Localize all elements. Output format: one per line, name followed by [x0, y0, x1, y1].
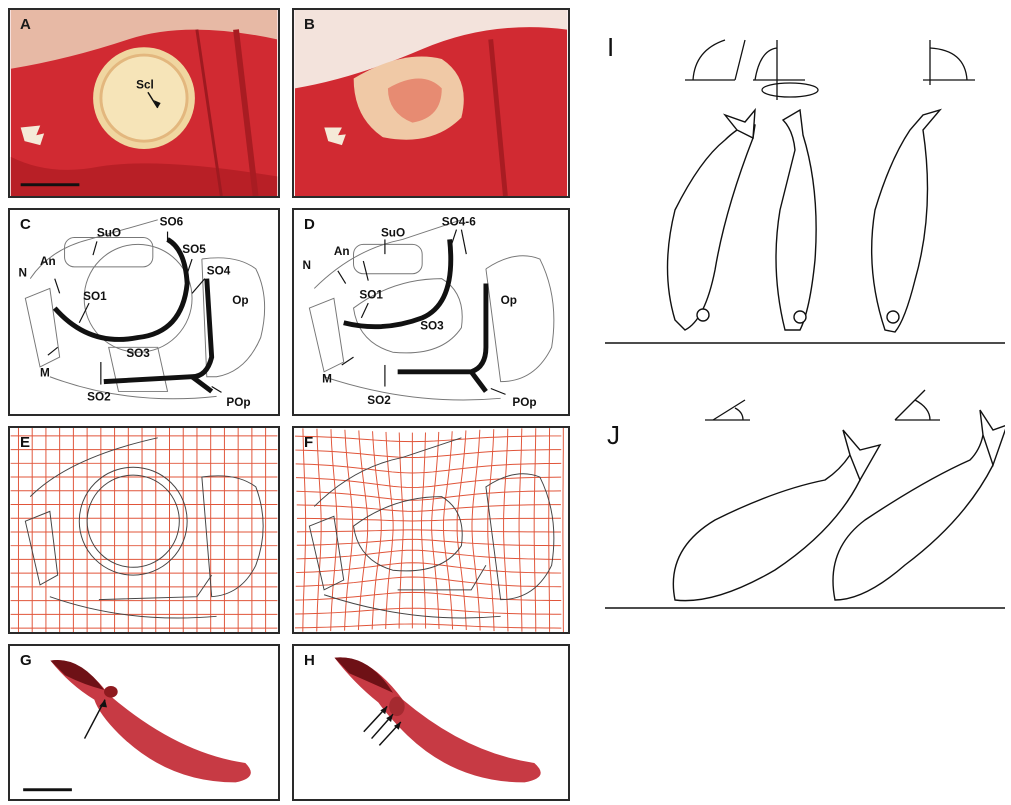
panel-a-letter: A	[20, 16, 31, 33]
panel-f: F	[292, 426, 570, 634]
scl-label: Scl	[136, 78, 154, 91]
c-op: Op	[232, 294, 248, 307]
grid-line	[504, 429, 508, 632]
d-so2: SO2	[367, 394, 391, 407]
grid-line	[549, 428, 550, 632]
fish-i-group	[668, 110, 941, 332]
c-so2: SO2	[87, 390, 111, 403]
grid-line	[303, 428, 306, 631]
d-m: M	[322, 373, 332, 386]
grid-line	[296, 577, 561, 587]
panel-d-diagram: SuO SO4-6 An N SO1 Op SO3 M SO2 POp	[294, 210, 568, 414]
d-so1: SO1	[359, 288, 383, 301]
d-suo: SuO	[381, 226, 405, 239]
grid-line	[296, 477, 561, 487]
panel-c-letter: C	[20, 216, 31, 233]
fish-drawings-svg	[605, 10, 1005, 790]
c-so3: SO3	[126, 347, 150, 360]
grid-line	[519, 428, 522, 631]
grid-line	[534, 428, 536, 632]
d-so46: SO4-6	[442, 216, 476, 229]
d-pop: POp	[512, 396, 536, 409]
c-an: An	[40, 255, 56, 268]
grid-line	[488, 429, 494, 631]
panel-c-diagram: SuO SO6 SO5 SO4 An N SO1 Op SO3 M SO2 PO…	[10, 210, 278, 414]
panel-f-letter: F	[304, 434, 313, 451]
panel-h: H	[292, 644, 570, 801]
panel-b: B	[292, 8, 570, 198]
panel-d: SuO SO4-6 An N SO1 Op SO3 M SO2 POp D	[292, 208, 570, 416]
fish-i3	[872, 110, 940, 332]
grid-line	[399, 433, 403, 629]
panel-c: SuO SO6 SO5 SO4 An N SO1 Op SO3 M SO2 PO…	[8, 208, 280, 416]
panel-g: G	[8, 644, 280, 801]
panel-h-photo	[294, 646, 568, 799]
c-n: N	[18, 267, 27, 280]
panel-f-grid	[294, 428, 568, 632]
panel-j-letter: J	[607, 420, 620, 451]
d-an: An	[334, 245, 350, 258]
panel-e-letter: E	[20, 434, 30, 451]
d-n: N	[303, 259, 312, 272]
panel-i-letter: I	[607, 32, 614, 63]
angle-icons-i	[685, 40, 975, 100]
fish-j1	[673, 450, 860, 601]
fish-i1	[668, 122, 756, 330]
grid-line	[296, 463, 562, 473]
panel-h-letter: H	[304, 652, 315, 669]
c-so1: SO1	[83, 290, 107, 303]
panel-a: Scl A	[8, 8, 280, 198]
c-m: M	[40, 367, 50, 380]
c-so5: SO5	[182, 243, 206, 256]
panel-b-letter: B	[304, 16, 315, 33]
d-so3: SO3	[420, 320, 444, 333]
c-so4: SO4	[207, 265, 231, 278]
fish-i2	[776, 110, 816, 330]
fish-j-group	[673, 410, 1005, 601]
panel-a-photo: Scl	[10, 10, 278, 196]
panel-d-letter: D	[304, 216, 315, 233]
angle-icons-j	[705, 390, 940, 420]
grid-line	[358, 430, 367, 630]
grid-line	[345, 430, 353, 631]
grid-line	[317, 429, 321, 632]
grid-line	[472, 430, 480, 631]
panel-g-letter: G	[20, 652, 32, 669]
c-pop: POp	[226, 396, 250, 409]
fish-drawings: I J	[605, 10, 1005, 790]
panel-e-grid	[10, 428, 278, 632]
panel-b-photo	[294, 10, 568, 196]
c-suo: SuO	[97, 226, 121, 239]
panel-e: E	[8, 426, 280, 634]
d-op: Op	[501, 294, 517, 307]
panel-g-photo	[10, 646, 278, 799]
grid-line	[421, 433, 425, 629]
c-so6: SO6	[160, 216, 184, 229]
